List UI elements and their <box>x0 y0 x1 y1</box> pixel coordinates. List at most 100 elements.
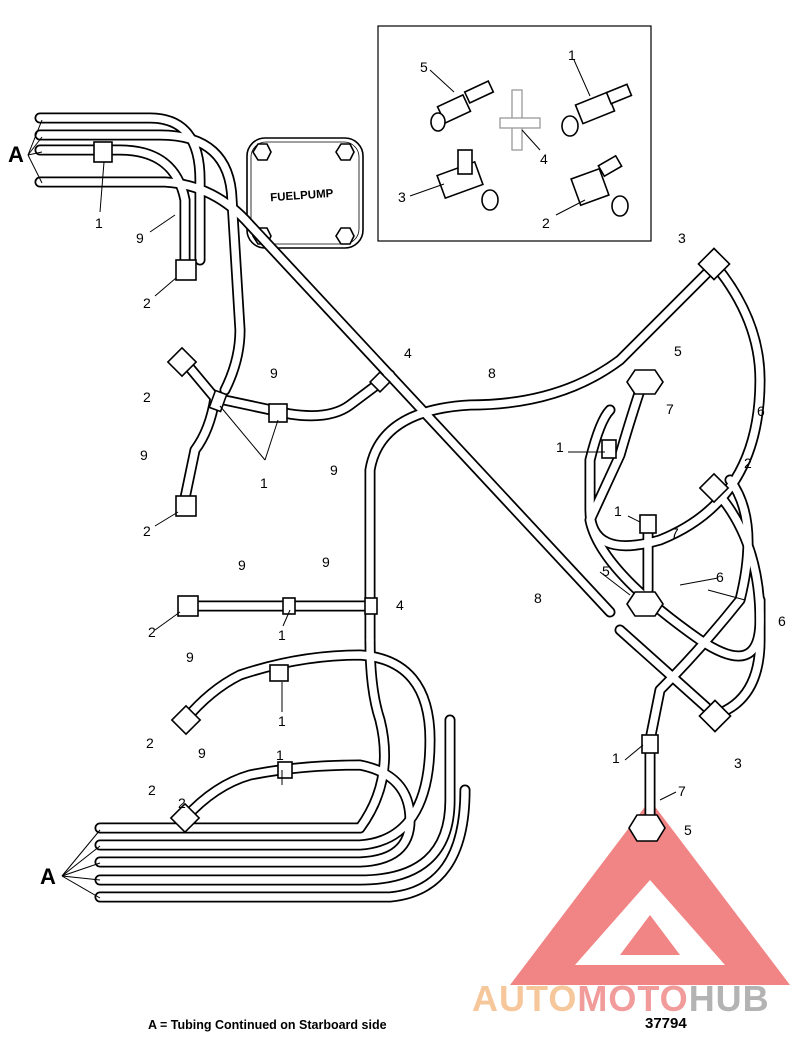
fuel-tube <box>34 129 246 396</box>
inset-parts <box>430 80 633 217</box>
callout-number: 5 <box>684 822 692 838</box>
callout-number: 9 <box>186 649 194 665</box>
callout-number: 9 <box>270 365 278 381</box>
tee-fitting <box>698 699 732 733</box>
callout-number: 4 <box>404 345 412 361</box>
hex-nut <box>628 814 666 842</box>
fuel-tube-inner <box>616 626 719 719</box>
callout-number: 2 <box>143 295 151 311</box>
callout-number: 9 <box>136 230 144 246</box>
section-marker-top: A <box>8 119 43 184</box>
fuel-pump-label: FUELPUMP <box>270 188 334 204</box>
callout-number: 4 <box>396 597 404 613</box>
callout-number: 9 <box>322 554 330 570</box>
fuel-pump-plate: FUELPUMP <box>246 137 364 249</box>
fuel-tube-inner <box>96 786 469 901</box>
callout-number: 1 <box>614 503 622 519</box>
callouts-main: 1 9 2 2 9 9 1 2 9 4 8 5 7 6 1 1 7 3 2 6 … <box>95 215 786 838</box>
callout-number: 6 <box>716 569 724 585</box>
check-valve <box>282 597 296 615</box>
elbow-fitting <box>170 704 202 736</box>
fuel-tube-inner <box>646 476 752 829</box>
fuel-tube-inner <box>586 371 764 660</box>
callout-number: 3 <box>678 230 686 246</box>
fuel-tube <box>94 634 390 834</box>
fuel-tube-inner <box>586 261 764 550</box>
part-2-elbow <box>570 154 629 217</box>
tubing-lines <box>34 112 766 903</box>
fuel-tube-inner <box>36 146 189 269</box>
check-valve <box>208 389 228 413</box>
callout-number: 2 <box>148 782 156 798</box>
fuel-tube-inner <box>36 114 204 264</box>
callout-number: 8 <box>534 590 542 606</box>
callout-number: 9 <box>330 462 338 478</box>
fuel-tube-inner <box>211 371 394 420</box>
callout-number: 9 <box>140 447 148 463</box>
union-fitting <box>368 370 392 394</box>
callout-number: 2 <box>542 215 550 231</box>
fuel-tube-inner <box>96 651 434 849</box>
fuel-tube-inner <box>96 761 414 866</box>
check-valve <box>277 761 293 779</box>
callout-number: 1 <box>276 747 284 763</box>
check-valve <box>641 734 659 754</box>
check-valve <box>601 439 617 459</box>
callout-number: 6 <box>757 403 765 419</box>
check-valve <box>639 514 657 534</box>
elbow-fitting <box>175 495 197 517</box>
section-marker-label: A <box>8 142 24 167</box>
elbow-fitting <box>169 802 201 834</box>
figure-number: 37794 <box>645 1015 687 1032</box>
callout-number: 1 <box>95 215 103 231</box>
callout-number: 5 <box>674 343 682 359</box>
watermark-logo <box>510 800 790 985</box>
elbow-fitting <box>175 259 197 281</box>
callouts-inset: 5 1 4 3 2 <box>398 47 576 231</box>
elbow-fitting <box>177 595 199 617</box>
elbow-fitting <box>166 346 198 378</box>
callout-number: 2 <box>744 455 752 471</box>
callout-number: 7 <box>671 525 679 541</box>
section-marker-bottom: A <box>40 829 101 899</box>
callout-number: 2 <box>148 624 156 640</box>
callout-number: 1 <box>278 713 286 729</box>
check-valve <box>269 664 289 682</box>
diagram-caption: A = Tubing Continued on Starboard side <box>148 1018 387 1032</box>
part-1-valve <box>561 83 633 137</box>
callout-number: 8 <box>488 365 496 381</box>
watermark-part: MOTO <box>577 978 689 1019</box>
callout-number: 9 <box>198 745 206 761</box>
callout-number: 1 <box>278 627 286 643</box>
watermark-part: HUB <box>688 978 770 1019</box>
fuel-tube <box>34 144 191 271</box>
part-3-tee <box>436 149 499 211</box>
leader-lines <box>99 59 746 801</box>
fuel-tube-inner <box>96 716 454 884</box>
check-valve <box>93 141 113 163</box>
callout-number: 2 <box>143 389 151 405</box>
fuel-tube-inner <box>366 261 719 644</box>
callout-number: 9 <box>238 557 246 573</box>
elbow-fitting <box>698 472 730 504</box>
fittings <box>93 141 732 842</box>
callout-number: 5 <box>602 563 610 579</box>
callout-number: 5 <box>420 59 428 75</box>
hex-nut <box>626 591 664 617</box>
part-4-tee <box>499 89 541 151</box>
callout-number: 3 <box>734 755 742 771</box>
callout-number: 2 <box>143 523 151 539</box>
part-5-fitting <box>430 80 495 132</box>
callout-number: 7 <box>678 783 686 799</box>
callout-number: 7 <box>666 401 674 417</box>
watermark-text: AUTOMOTOHUB <box>472 978 770 1020</box>
callout-number: 4 <box>540 151 548 167</box>
callout-number: 1 <box>556 439 564 455</box>
union-fitting <box>364 597 378 615</box>
watermark-part: AUTO <box>472 978 578 1019</box>
callout-number: 6 <box>778 613 786 629</box>
fuel-tube-inner <box>36 178 614 616</box>
fuel-tube-inner <box>96 636 389 832</box>
section-marker-label: A <box>40 864 56 889</box>
